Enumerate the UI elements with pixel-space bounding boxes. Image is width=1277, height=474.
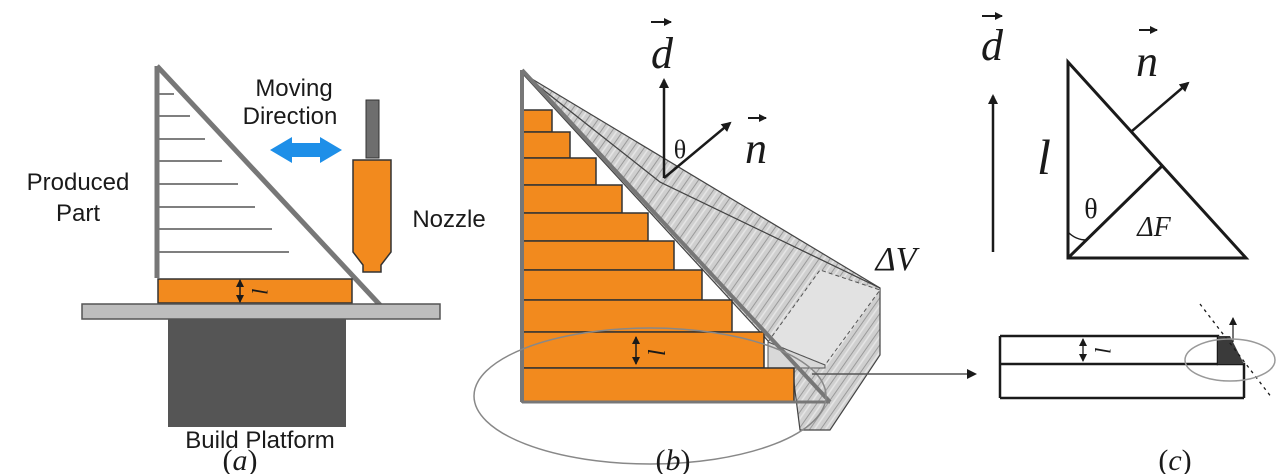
hatch-top-strip xyxy=(521,72,881,289)
nozzle xyxy=(352,99,392,273)
n-vector-arrow-b xyxy=(663,121,732,179)
layer-height-label-b: l xyxy=(642,349,668,356)
build-platform-base xyxy=(168,319,346,427)
delta-f-sliver xyxy=(1218,336,1244,364)
delta-f-label: ΔF xyxy=(1136,212,1171,243)
detail-ellipse xyxy=(1184,338,1276,382)
delta-v-block xyxy=(767,269,881,366)
produced-part-label-line2: Part xyxy=(56,200,100,227)
moving-direction-arrow xyxy=(270,137,342,163)
caption-c: (c) xyxy=(1158,444,1191,474)
nozzle-label: Nozzle xyxy=(412,206,485,233)
theta-label-c: θ xyxy=(1084,194,1097,225)
layer-height-label: l xyxy=(247,288,272,294)
d-vector-label-c: d xyxy=(981,21,1004,70)
part-slanted-edge xyxy=(155,64,382,307)
panel-a: l Moving Direction Produced Part Nozzle … xyxy=(27,64,486,474)
build-platform-label: Build Platform xyxy=(185,427,334,454)
panel-b: l d n θ ΔV (b) xyxy=(473,18,921,474)
n-vector-label-c: n xyxy=(1136,37,1158,86)
produced-part-label-line1: Produced xyxy=(27,169,130,196)
d-vector-label-b: d xyxy=(651,29,674,78)
layer-height-label-c: l xyxy=(1090,347,1115,353)
panel-c: θ ΔF d l n l (c) xyxy=(981,12,1276,474)
l-label-c: l xyxy=(1037,129,1051,185)
moving-direction-label-line2: Direction xyxy=(243,103,338,130)
layer-detail: l xyxy=(998,303,1276,400)
part-slanted-edge-b xyxy=(520,68,832,404)
caption-b: (b) xyxy=(656,444,691,474)
build-platform-plate xyxy=(81,303,441,320)
dotted-slope xyxy=(1199,303,1273,399)
theta-label-b: θ xyxy=(674,135,686,164)
delta-f-triangle xyxy=(1066,58,1250,260)
moving-direction-label-line1: Moving xyxy=(255,75,332,102)
part-layer-lines xyxy=(157,93,289,253)
triangle-inner-line xyxy=(1066,163,1165,260)
delta-v-label: ΔV xyxy=(874,241,921,278)
theta-arc-c xyxy=(1067,231,1088,241)
caption-a: (a) xyxy=(223,444,258,474)
current-layer xyxy=(157,278,353,304)
n-vector-arrow-c xyxy=(1131,81,1190,132)
n-vector-label-b: n xyxy=(745,124,767,173)
highlight-ellipse xyxy=(473,327,827,465)
produced-part xyxy=(154,64,382,307)
staircase-layers xyxy=(521,109,795,403)
